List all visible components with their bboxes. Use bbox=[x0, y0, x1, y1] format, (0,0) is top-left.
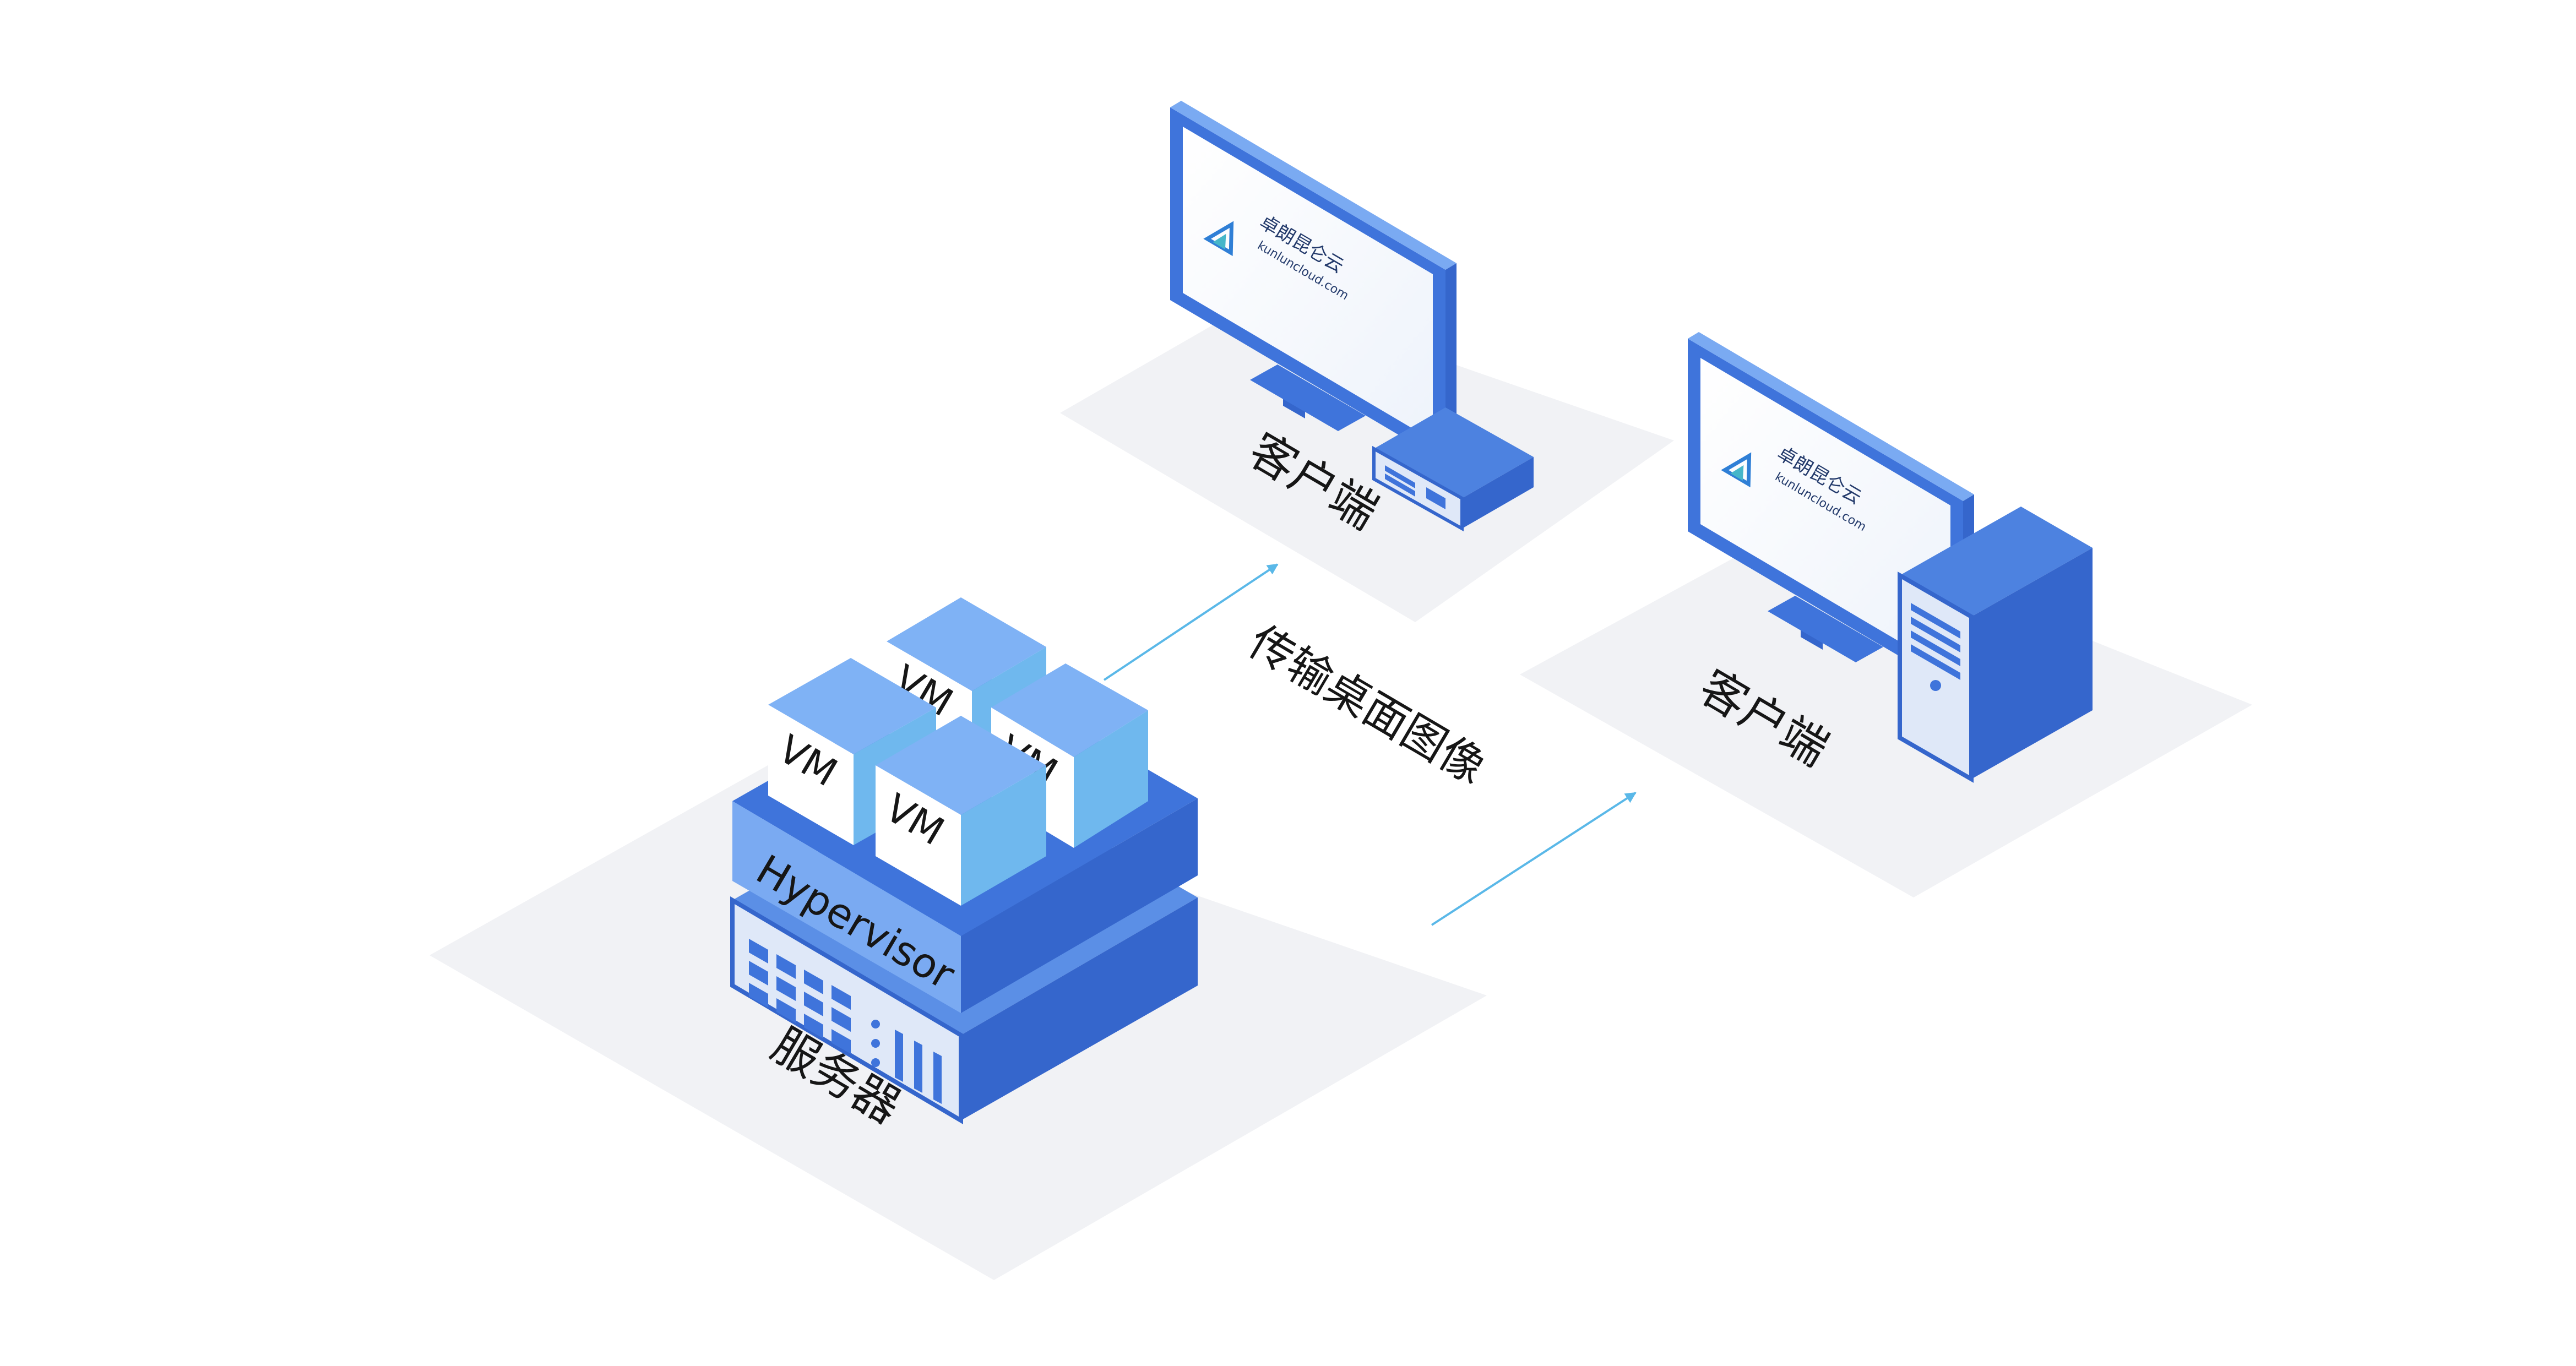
monitor-frame-edge bbox=[1688, 332, 1974, 501]
transfer-arrow-upper bbox=[1103, 563, 1279, 681]
hypervisor-side-face bbox=[961, 798, 1198, 1013]
brand-logo-icon bbox=[1203, 221, 1234, 257]
client1-floor bbox=[1060, 297, 1674, 622]
server-vent-bars bbox=[895, 1030, 942, 1104]
client1-thin-client bbox=[1372, 407, 1534, 532]
transfer-arrow-lower bbox=[1431, 792, 1637, 926]
vm-cube-front: VM bbox=[876, 716, 1046, 906]
server-indicator-dots bbox=[871, 1020, 880, 1067]
monitor-screen bbox=[1183, 127, 1433, 440]
brand-logo-icon bbox=[1721, 452, 1752, 488]
monitor-base bbox=[1768, 596, 1883, 662]
monitor-base bbox=[1250, 364, 1366, 431]
monitor-frame-edge bbox=[1170, 101, 1457, 270]
client2-tower bbox=[1898, 507, 2093, 783]
monitor-screen bbox=[1700, 358, 1950, 672]
server-port-grid bbox=[749, 939, 851, 1054]
hypervisor-front-face bbox=[732, 801, 961, 1013]
server-side-face bbox=[961, 897, 1198, 1120]
client2-floor bbox=[1520, 523, 2252, 897]
transfer-label: 传输桌面图像 bbox=[1240, 616, 1494, 794]
